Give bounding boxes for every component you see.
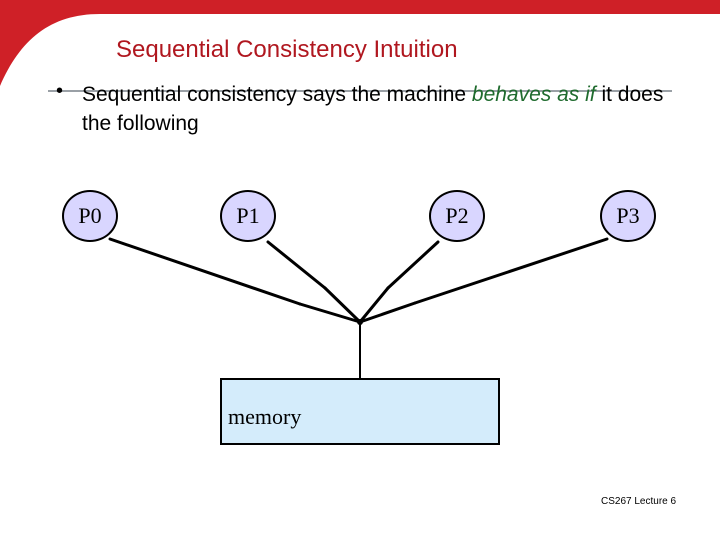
switch-arm-center	[323, 286, 362, 324]
wire-p2	[386, 240, 440, 290]
switch-arm-far-right	[358, 301, 417, 324]
processor-p0: P0	[62, 190, 118, 242]
switch-pivot	[357, 319, 363, 325]
wire-p1	[266, 240, 327, 290]
wire-p3	[413, 237, 609, 305]
bullet-text-suffix: it does the following	[82, 83, 664, 135]
bullet-emphasis: behaves as if	[471, 83, 596, 106]
bullet-icon: •	[56, 80, 64, 102]
processor-p2: P2	[429, 190, 485, 242]
processor-p1: P1	[220, 190, 276, 242]
title-underline	[48, 90, 672, 92]
bullet-text: Sequential consistency says the machine …	[82, 80, 682, 138]
bullet-text-prefix: Sequential consistency says the machine	[82, 83, 472, 106]
memory-box: memory	[220, 378, 500, 445]
slide-title: Sequential Consistency Intuition	[116, 36, 458, 63]
wire-p0	[108, 237, 302, 306]
slide-footer: CS267 Lecture 6	[601, 496, 677, 507]
processor-p3: P3	[600, 190, 656, 242]
switch-arm-left	[298, 302, 362, 324]
header-swoosh	[0, 0, 720, 86]
switch-arm-right	[358, 286, 390, 324]
memory-label: memory	[228, 404, 302, 429]
